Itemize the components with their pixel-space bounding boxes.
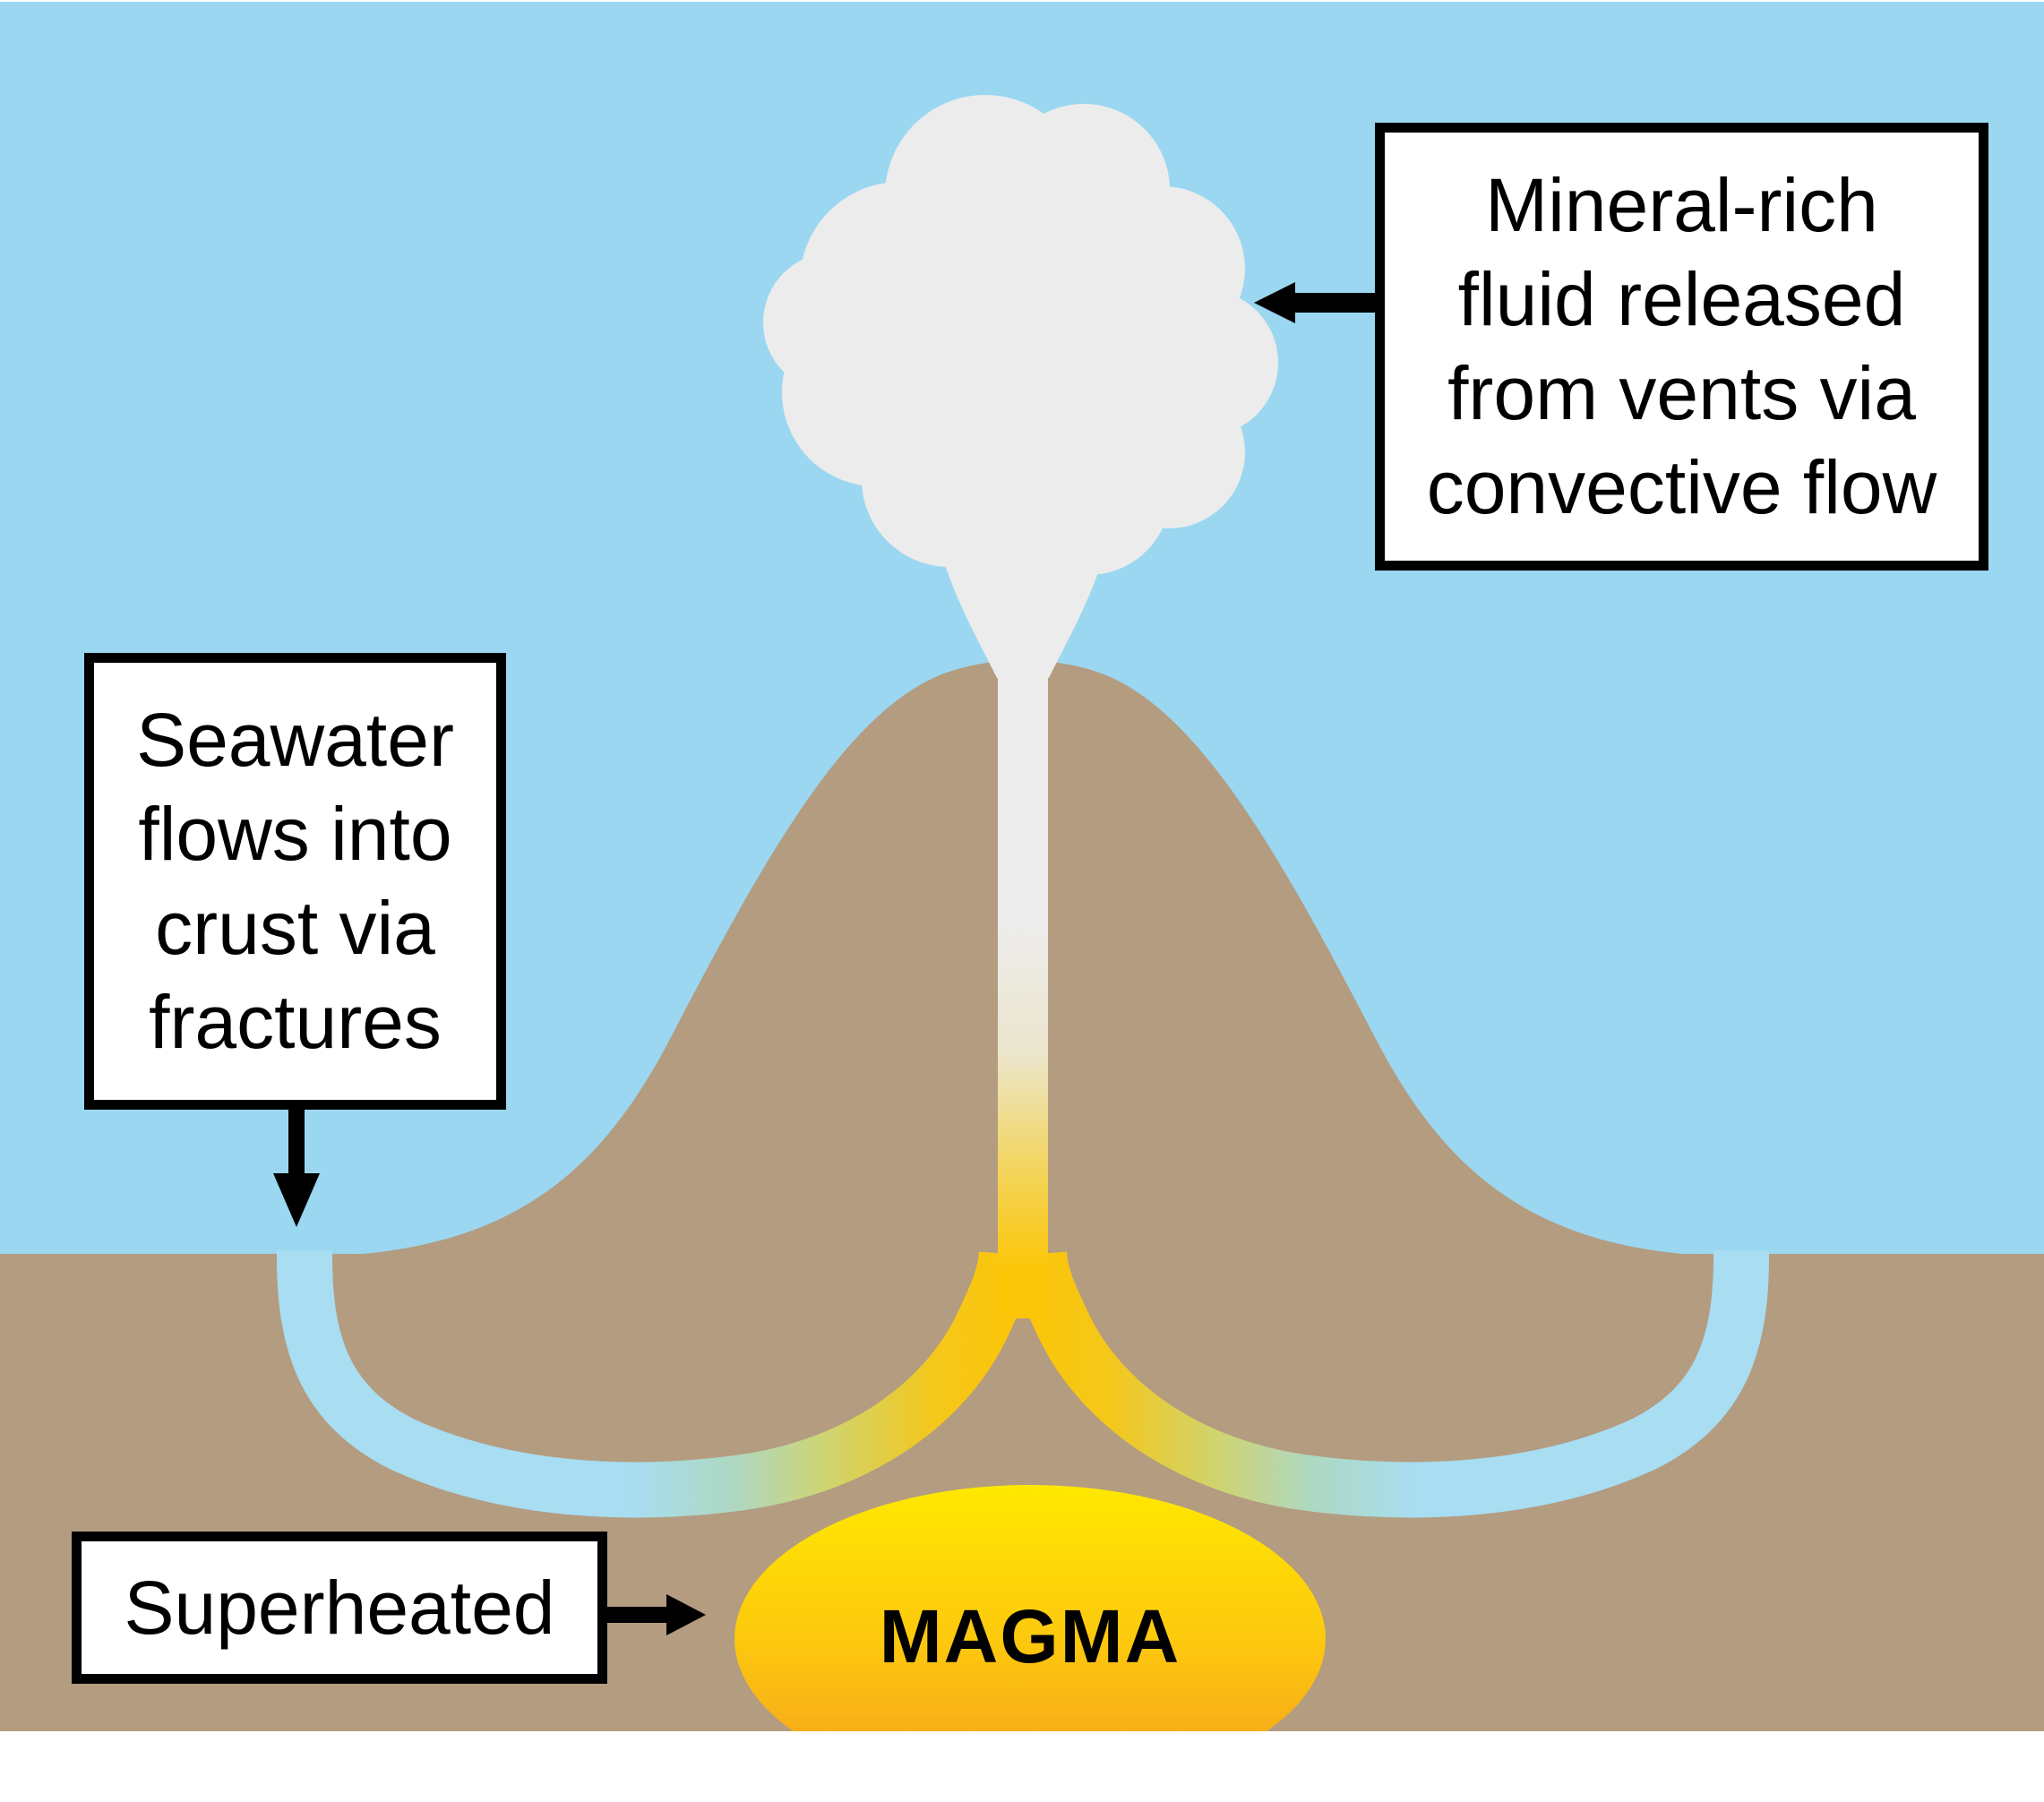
magma-text-label: MAGMA: [879, 1593, 1181, 1678]
mineral-fluid-label-line: convective flow: [1426, 445, 1937, 529]
mineral-fluid-label-line: from vents via: [1447, 351, 1916, 435]
magma-chamber: [734, 1485, 1326, 1731]
seawater-label-box: Seawater flows into crust via fractures: [84, 653, 506, 1110]
seawater-label-line: Seawater: [136, 698, 454, 782]
seawater-arrow-icon: [273, 1110, 320, 1227]
seawater-label-line: fractures: [149, 980, 442, 1064]
superheated-label-line: Superheated: [124, 1565, 555, 1650]
plume-arrow-icon: [1254, 282, 1375, 323]
annotation-arrows: [273, 282, 1375, 1635]
superheated-arrow-icon: [605, 1594, 706, 1635]
seawater-channel-left: [276, 1249, 1035, 1518]
seawater-label-line: crust via: [155, 886, 435, 970]
seawater-label-line: flows into: [138, 792, 452, 876]
plume-cloud: [763, 95, 1278, 575]
seawater-channel-right: [1011, 1249, 1770, 1518]
mineral-fluid-label-line: fluid released: [1457, 257, 1906, 341]
mineral-fluid-label-box: Mineral-rich fluid released from vents v…: [1375, 123, 1988, 571]
mineral-fluid-label-line: Mineral-rich: [1485, 163, 1878, 247]
superheated-label-box: Superheated: [72, 1532, 607, 1684]
